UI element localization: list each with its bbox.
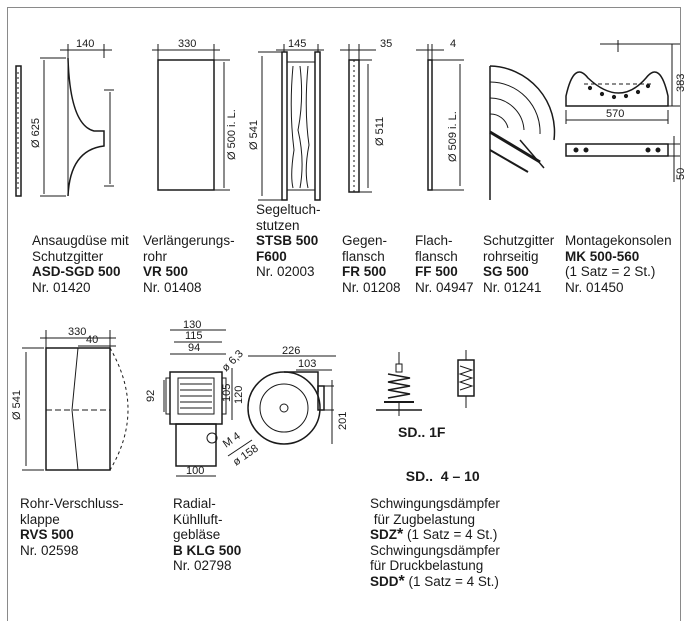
drawing-bklg xyxy=(163,329,336,477)
caption-sg: Schutzgitter rohrseitig SG 500 Nr. 01241 xyxy=(483,233,555,295)
model-mk: MK 500-560 xyxy=(565,248,640,264)
dim-fr-width: 35 xyxy=(380,38,392,50)
dim-vr-width: 330 xyxy=(178,38,196,50)
model-stsb: STSB 500 xyxy=(256,233,319,248)
dim-bklg-100: 100 xyxy=(186,465,204,477)
dim-vr-diameter: Ø 500 i. L. xyxy=(226,109,238,160)
drawing-ff xyxy=(416,44,464,191)
drawing-fr xyxy=(340,44,376,193)
caption-vr: Verlängerungs- rohr VR 500 Nr. 01408 xyxy=(143,233,235,295)
caption-ff: Flach- flansch FF 500 Nr. 04947 xyxy=(415,233,474,295)
dim-ff-diameter: Ø 509 i. L. xyxy=(447,111,459,162)
catalog-frame xyxy=(7,7,681,621)
model-ff: FF 500 xyxy=(415,264,458,279)
dim-bklg-105: 105 xyxy=(221,384,233,402)
drawing-mk xyxy=(565,40,680,182)
dim-bklg-94: 94 xyxy=(188,342,200,354)
dim-mk-width: 570 xyxy=(606,108,624,120)
dim-bklg-226: 226 xyxy=(282,345,300,357)
damper-label-410: SD.. 4 – 10 xyxy=(405,467,480,484)
drawing-sg xyxy=(489,65,556,200)
caption-fr: Gegen- flansch FR 500 Nr. 01208 xyxy=(342,233,401,295)
dim-fr-diameter: Ø 511 xyxy=(374,117,386,146)
dim-bklg-hole: ø 6,3 xyxy=(220,348,246,374)
caption-asd-sgd: Ansaugdüse mit Schutzgitter ASD-SGD 500 … xyxy=(32,233,129,295)
dim-bklg-92: 92 xyxy=(145,390,157,402)
dim-mk-height: 383 xyxy=(675,74,687,92)
caption-mk: Montagekonsolen MK 500-560 (1 Satz = 2 S… xyxy=(565,233,672,295)
model-rvs: RVS 500 xyxy=(20,527,74,542)
dim-ff-width: 4 xyxy=(450,38,456,50)
damper-label-1f: SD.. 1F xyxy=(398,424,446,440)
dim-bklg-120: 120 xyxy=(233,386,245,404)
model-sdd: SDD xyxy=(370,573,399,589)
dim-asd-diameter: Ø 625 xyxy=(30,118,42,148)
model-vr: VR 500 xyxy=(143,264,189,279)
dim-asd-width: 140 xyxy=(76,38,94,50)
dim-bklg-thread: M 4 xyxy=(221,430,243,450)
dim-stsb-diameter: Ø 541 xyxy=(248,120,260,150)
caption-bklg: Radial- Kühlluft- gebläse B KLG 500 Nr. … xyxy=(173,496,242,573)
dim-bklg-115: 115 xyxy=(185,330,203,342)
dim-mk-thickness: 50 xyxy=(675,168,687,180)
drawing-stsb xyxy=(258,44,324,201)
model-asd-sgd: ASD-SGD 500 xyxy=(32,264,121,279)
dim-bklg-158: ø 158 xyxy=(231,442,261,468)
dim-rvs-width: 330 xyxy=(68,326,86,338)
dim-rvs-inner: 40 xyxy=(86,334,98,346)
dim-bklg-103: 103 xyxy=(298,358,316,370)
drawing-rvs xyxy=(22,330,129,471)
model-bklg: B KLG 500 xyxy=(173,542,242,558)
caption-dampers: Schwingungsdämpfer für Zugbelastung SDZ*… xyxy=(370,496,500,590)
model-sg: SG 500 xyxy=(483,264,529,279)
model-stsb-f600: F600 xyxy=(256,248,287,264)
dim-stsb-width: 145 xyxy=(288,38,306,50)
caption-stsb: Segeltuch- stutzen STSB 500 F600 Nr. 020… xyxy=(256,202,321,279)
dim-bklg-130: 130 xyxy=(183,319,201,331)
dim-bklg-201: 201 xyxy=(337,412,349,430)
model-sdz: SDZ xyxy=(370,527,397,542)
drawing-damper-1f xyxy=(376,352,422,416)
dim-rvs-diameter: Ø 541 xyxy=(11,390,23,420)
drawing-damper-410 xyxy=(457,350,475,408)
caption-rvs: Rohr-Verschluss- klappe RVS 500 Nr. 0259… xyxy=(20,496,124,558)
model-fr: FR 500 xyxy=(342,264,387,279)
drawing-asd-sgd xyxy=(15,44,114,197)
drawing-vr xyxy=(152,44,230,191)
